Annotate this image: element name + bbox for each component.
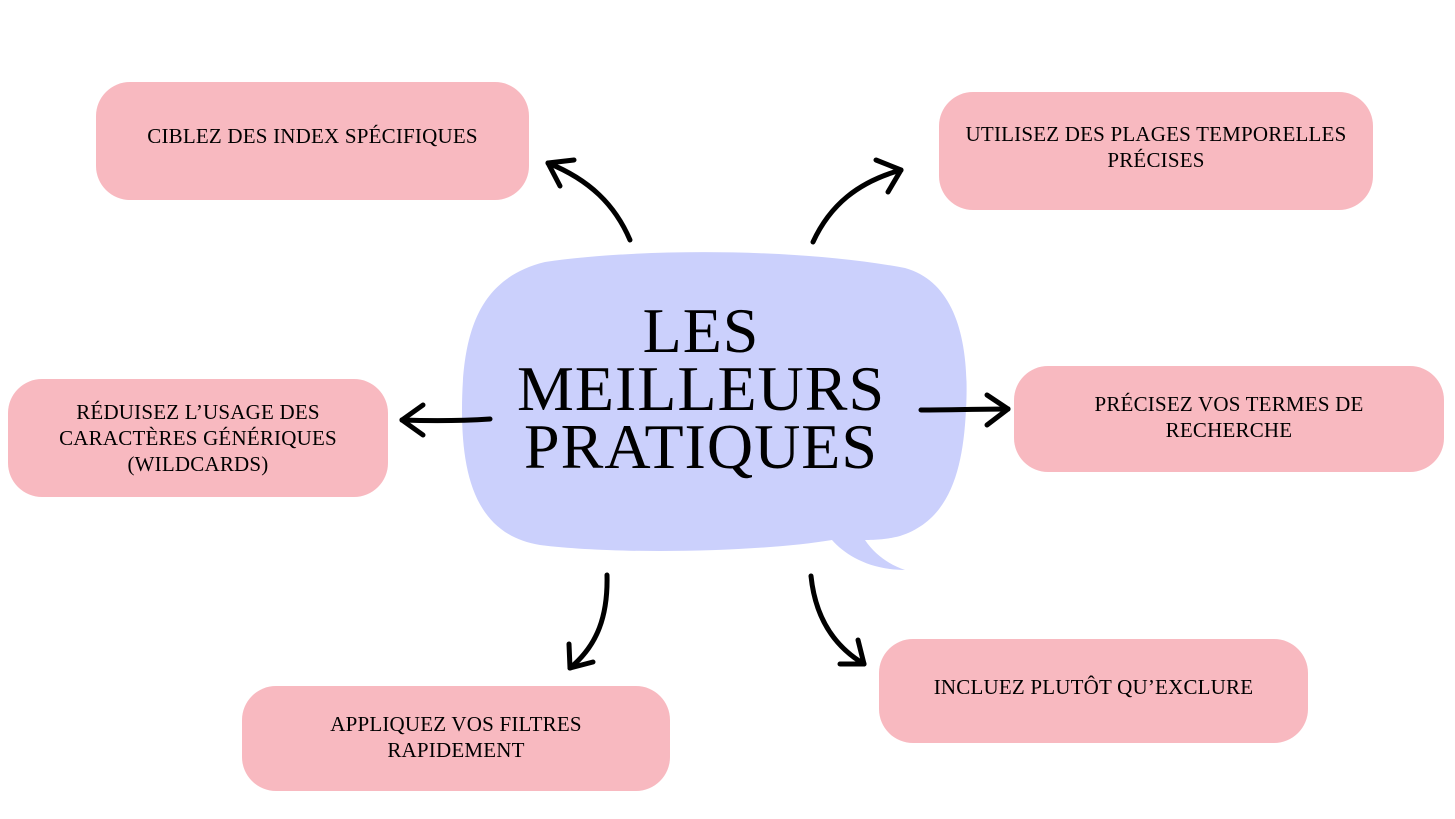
node-mid-left: RÉDUISEZ L’USAGE DES CARACTÈRES GÉNÉRIQU… — [8, 379, 388, 497]
node-bottom-left: APPLIQUEZ VOS FILTRES RAPIDEMENT — [242, 686, 670, 791]
node-mid-left-label: RÉDUISEZ L’USAGE DES CARACTÈRES GÉNÉRIQU… — [59, 400, 337, 476]
node-top-right: UTILISEZ DES PLAGES TEMPORELLES PRÉCISES — [939, 92, 1373, 210]
node-top-right-label: UTILISEZ DES PLAGES TEMPORELLES PRÉCISES — [965, 122, 1347, 172]
node-top-left-label: CIBLEZ DES INDEX SPÉCIFIQUES — [147, 124, 478, 148]
node-bottom-right-label: INCLUEZ PLUTÔT QU’EXCLURE — [933, 675, 1254, 699]
node-mid-right-label: PRÉCISEZ VOS TERMES DE RECHERCHE — [1094, 392, 1364, 442]
arrow-to-mid-right — [918, 392, 1011, 428]
node-mid-right: PRÉCISEZ VOS TERMES DE RECHERCHE — [1014, 366, 1444, 472]
arrow-to-bottom-left — [566, 572, 610, 671]
node-top-left: CIBLEZ DES INDEX SPÉCIFIQUES — [96, 82, 529, 200]
center-title: LES MEILLEURS PRATIQUES — [516, 295, 886, 482]
arrow-to-top-left — [545, 157, 633, 243]
arrow-to-bottom-right — [808, 573, 867, 667]
node-bottom-left-label: APPLIQUEZ VOS FILTRES RAPIDEMENT — [330, 711, 582, 762]
node-bottom-right: INCLUEZ PLUTÔT QU’EXCLURE — [879, 639, 1308, 743]
speech-bubble-shape — [462, 252, 967, 570]
arrow-to-mid-left — [399, 402, 493, 438]
arrow-to-top-right — [810, 157, 904, 245]
